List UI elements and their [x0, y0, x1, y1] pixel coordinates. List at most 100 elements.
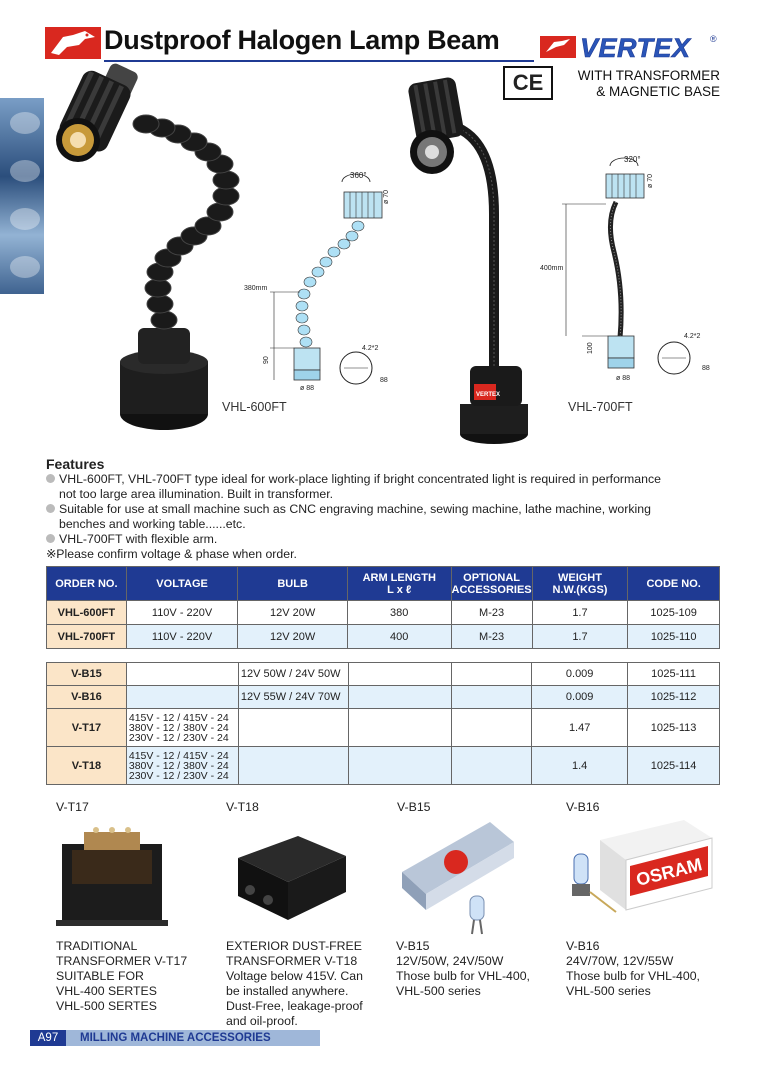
cell-accessories — [451, 746, 533, 785]
cell-voltage: 110V - 220V — [125, 624, 239, 649]
bullet-icon — [46, 474, 55, 483]
bullet-icon — [46, 504, 55, 513]
features-title: Features — [46, 456, 105, 472]
product-label-vt17: V-T17 — [56, 800, 89, 814]
feature-item-3: VHL-700FT with flexible arm. — [46, 532, 217, 547]
cell-weight: 1.4 — [531, 746, 629, 785]
svg-text:4.2*2: 4.2*2 — [362, 345, 378, 352]
cell-order: V-T18 — [46, 746, 127, 785]
cell-voltage — [125, 662, 239, 686]
table-row: V-B16 12V 55W / 24V 70W 0.009 1025-112 — [46, 685, 720, 709]
vhl-600ft-base-circle: 4.2*2 88 — [339, 345, 388, 385]
svg-text:380mm: 380mm — [244, 285, 268, 292]
cell-arm — [347, 662, 453, 686]
cell-bulb: 12V 50W / 24V 50W — [237, 662, 349, 686]
cell-order: V-B16 — [46, 685, 127, 709]
svg-text:ø 70: ø 70 — [383, 190, 390, 204]
feature-item-2-cont: benches and working table......etc. — [59, 517, 246, 531]
cell-bulb — [237, 708, 349, 747]
col-code: CODE NO. — [627, 566, 720, 601]
vt18-transformer-image — [238, 836, 346, 920]
cell-accessories — [451, 685, 533, 709]
svg-text:88: 88 — [380, 377, 388, 384]
vt17-transformer-image — [56, 827, 168, 926]
vhl-600ft-photo — [56, 63, 240, 430]
model-label-vhl-700ft: VHL-700FT — [568, 400, 633, 414]
product-label-vb16: V-B16 — [566, 800, 600, 814]
svg-text:400mm: 400mm — [540, 265, 564, 272]
cell-bulb: 12V 55W / 24V 70W — [237, 685, 349, 709]
cell-accessories — [451, 708, 533, 747]
feature-item-2: Suitable for use at small machine such a… — [46, 502, 651, 517]
svg-text:ø 88: ø 88 — [616, 375, 630, 382]
cell-code: 1025-109 — [627, 600, 720, 625]
cell-arm — [347, 746, 453, 785]
vhl-700ft-photo: VERTEX — [408, 77, 528, 444]
cell-bulb — [237, 746, 349, 785]
cell-weight: 0.009 — [531, 685, 629, 709]
table-row: V-B15 12V 50W / 24V 50W 0.009 1025-111 — [46, 662, 720, 686]
feature-item-1: VHL-600FT, VHL-700FT type ideal for work… — [46, 472, 661, 487]
cell-accessories: M-23 — [450, 624, 533, 649]
side-decoration-image — [0, 98, 44, 294]
table-row: VHL-700FT 110V - 220V 12V 20W 400 M-23 1… — [46, 624, 720, 649]
page-title: Dustproof Halogen Lamp Beam — [104, 25, 500, 55]
cell-arm: 380 — [346, 600, 452, 625]
cell-bulb: 12V 20W — [237, 600, 348, 625]
model-label-vhl-600ft: VHL-600FT — [222, 400, 287, 414]
vertex-brand-logo: VERTEX ® — [540, 30, 718, 63]
cell-accessories: M-23 — [450, 600, 533, 625]
cell-weight: 0.009 — [531, 662, 629, 686]
svg-text:88: 88 — [702, 365, 710, 372]
page-number: A97 — [30, 1030, 66, 1046]
cell-code: 1025-110 — [627, 624, 720, 649]
brand-text: VERTEX — [580, 33, 692, 62]
svg-text:ø 70: ø 70 — [647, 174, 654, 188]
col-voltage: VOLTAGE — [125, 566, 239, 601]
cell-voltage — [125, 685, 239, 709]
cell-weight: 1.7 — [531, 600, 629, 625]
cell-order: V-T17 — [46, 708, 127, 747]
vhl-700ft-base-circle: 4.2*2 88 — [657, 333, 710, 375]
product-label-vb15: V-B15 — [397, 800, 431, 814]
subhead-line-1: WITH TRANSFORMER — [577, 68, 720, 83]
cell-code: 1025-111 — [627, 662, 720, 686]
cell-order: VHL-600FT — [46, 600, 127, 625]
col-bulb: BULB — [237, 566, 348, 601]
vhl-700ft-drawing: 320° ø 70 400mm 100 ø 88 — [540, 155, 654, 382]
order-note: ※Please confirm voltage & phase when ord… — [46, 547, 297, 561]
cell-accessories — [451, 662, 533, 686]
bullet-icon — [46, 534, 55, 543]
svg-text:100: 100 — [587, 342, 594, 354]
vb16-bulb-image: OSRAM — [572, 820, 713, 913]
svg-text:®: ® — [710, 34, 717, 44]
cell-weight: 1.47 — [531, 708, 629, 747]
cell-voltage: 110V - 220V — [125, 600, 239, 625]
svg-text:VERTEX: VERTEX — [476, 392, 500, 398]
cell-weight: 1.7 — [531, 624, 629, 649]
subhead: WITH TRANSFORMER & MAGNETIC BASE — [560, 68, 720, 100]
cell-code: 1025-114 — [627, 746, 720, 785]
accessory-table: V-B15 12V 50W / 24V 50W 0.009 1025-111 V… — [46, 662, 720, 785]
cell-arm — [347, 708, 453, 747]
company-logo — [45, 27, 101, 59]
cell-bulb: 12V 20W — [237, 624, 348, 649]
svg-text:360°: 360° — [350, 171, 367, 180]
title-underline — [104, 60, 534, 62]
svg-text:90: 90 — [263, 356, 270, 364]
cell-code: 1025-112 — [627, 685, 720, 709]
feature-item-1-cont: not too large area illumination. Built i… — [59, 487, 334, 501]
cell-order: VHL-700FT — [46, 624, 127, 649]
cell-arm: 400 — [346, 624, 452, 649]
